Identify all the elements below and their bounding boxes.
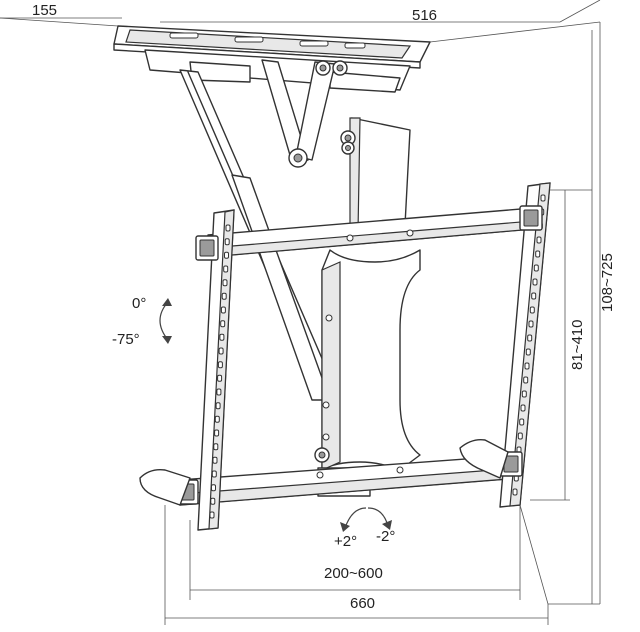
tilt-arrow-icon <box>159 298 172 344</box>
ceiling-plate <box>113 25 431 93</box>
bracket-slot <box>521 390 527 398</box>
dim-top-right: 516 <box>412 7 437 24</box>
bracket-slot <box>529 306 535 314</box>
dimension-lines <box>0 0 601 625</box>
dim-height-plate: 81~410 <box>569 320 586 370</box>
bracket-slot <box>528 320 534 328</box>
bracket-slot <box>540 194 546 202</box>
bracket-slot <box>220 306 226 314</box>
bracket-slot <box>220 320 226 328</box>
bracket-slot <box>219 333 225 341</box>
dim-width-plate: 660 <box>350 595 375 612</box>
angle-tilt-up: 0° <box>132 295 146 312</box>
bracket-slot <box>215 402 221 410</box>
left-bracket-holes <box>209 224 231 519</box>
vertical-brackets <box>197 182 551 531</box>
bracket-slot <box>209 511 215 519</box>
bracket-slot <box>519 418 525 426</box>
angle-swivel-right: -2° <box>376 528 395 545</box>
center-plate <box>314 249 421 497</box>
bracket-slot <box>216 388 222 396</box>
bracket-slot <box>527 334 533 342</box>
angle-swivel-left: +2° <box>334 533 357 550</box>
bracket-slot <box>224 238 230 246</box>
bracket-slot <box>531 292 537 300</box>
bracket-slot <box>213 443 219 451</box>
bracket-slot <box>535 250 541 258</box>
bracket-slot <box>520 404 526 412</box>
bracket-slot <box>211 470 217 478</box>
dim-height-total: 108~725 <box>599 253 616 312</box>
dim-width-holes: 200~600 <box>324 565 383 582</box>
bracket-slot <box>217 374 223 382</box>
bracket-slot <box>523 376 529 384</box>
bracket-slot <box>222 279 228 287</box>
swivel-arrow-icon <box>340 507 392 532</box>
bracket-slot <box>525 348 531 356</box>
bracket-slot <box>536 236 542 244</box>
bracket-slot <box>212 456 218 464</box>
bracket-slot <box>517 432 523 440</box>
angle-tilt-down: -75° <box>112 331 140 348</box>
dim-top-left: 155 <box>32 2 57 19</box>
bracket-slot <box>223 265 229 273</box>
bracket-slot <box>512 488 518 496</box>
bracket-slot <box>210 497 216 505</box>
bracket-slot <box>524 362 530 370</box>
bracket-slot <box>532 278 538 286</box>
bracket-slot <box>224 251 229 259</box>
bracket-slot <box>218 347 224 355</box>
bracket-slot <box>533 264 539 272</box>
bracket-slot <box>221 292 227 300</box>
bracket-slot <box>214 429 220 437</box>
bracket-clamps <box>139 205 543 506</box>
bracket-slot <box>217 361 223 369</box>
bracket-slot <box>211 484 216 492</box>
bracket-slot <box>214 415 220 423</box>
bracket-slot <box>225 224 231 232</box>
horizontal-rails <box>179 206 546 506</box>
